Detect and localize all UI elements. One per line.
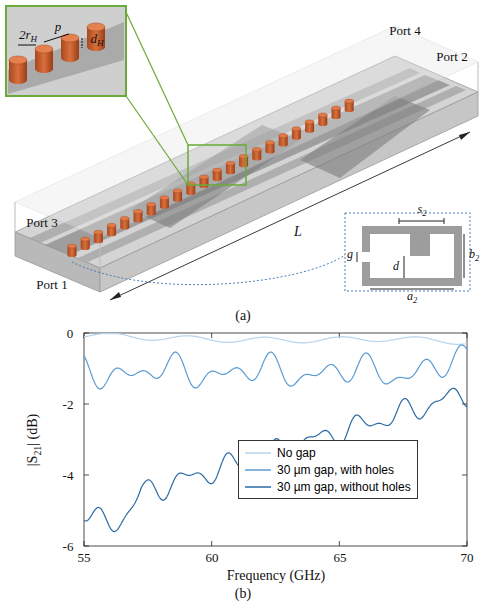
s21-curve [84,388,467,531]
axis-label: (b) [235,587,251,601]
legend: No gap 30 µm gap, with holes 30 µm gap, wi… [238,440,418,499]
dimension-label: Port 3 [26,216,57,229]
dimension-label: a2 [407,290,417,306]
tick-label: -4 [63,469,74,482]
tick-label: 0 [67,327,74,340]
axis-label: |S21| (dB) [26,414,43,466]
tick-label: 55 [78,551,91,564]
tick-label: 70 [461,551,474,564]
dimension-label: s2 [418,203,427,219]
tick-label: 65 [334,551,347,564]
dimension-label: Port 4 [389,24,420,37]
dimension-label: d [393,260,399,272]
dimension-label: (a) [235,309,251,323]
axis-label: Frequency (GHz) [227,569,325,583]
legend-entry: 30 µm gap, with holes [245,461,411,478]
dimension-label: p [55,20,62,33]
legend-text: 30 µm gap, without holes [277,480,411,494]
legend-entry: No gap [245,444,411,461]
dimension-label: 2rH [19,28,37,45]
legend-text: No gap [277,446,316,460]
dimension-label: Port 2 [436,50,467,63]
tick-label: 60 [206,551,219,564]
s21-curve [84,334,467,345]
dimension-label: L [294,225,302,239]
dimension-label: b2 [469,248,479,264]
legend-line [245,482,271,492]
legend-entry: 30 µm gap, without holes [245,478,411,495]
dimension-label: dH [90,32,103,49]
dimension-label: Port 1 [36,278,67,291]
tick-label: -6 [63,540,74,553]
waveguide-illustration [0,0,489,310]
legend-line [245,448,271,458]
legend-text: 30 µm gap, with holes [277,463,394,477]
dimension-label: g [347,248,353,260]
s21-curve [84,345,467,389]
legend-line [245,465,271,475]
tick-label: -2 [63,398,74,411]
